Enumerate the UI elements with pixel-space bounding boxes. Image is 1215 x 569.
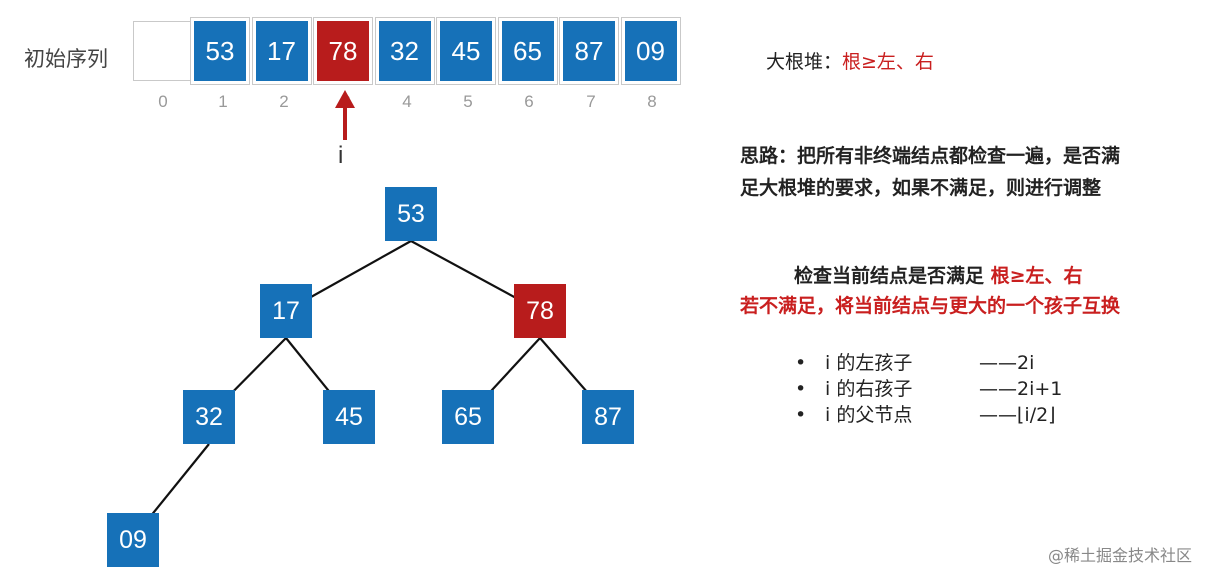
array-index-4: 4: [402, 92, 412, 111]
formula-item: • i 的右孩子 ——2i+1: [795, 376, 1062, 402]
array-cell-empty: [133, 21, 191, 81]
array-cell-2: 17: [251, 17, 312, 85]
array-cell-5: 45: [436, 17, 496, 85]
formula-k: i 的右孩子: [825, 378, 913, 400]
array-index-5: 5: [463, 92, 473, 111]
formula-item: • i 的左孩子 ——2i: [795, 350, 1062, 376]
formula-v: ——2i: [979, 352, 1035, 374]
idea-line-1: 思路：把所有非终端结点都检查一遍，是否满: [740, 145, 1121, 167]
source-credit: @稀土掘金技术社区: [1048, 546, 1193, 565]
index-formula-list: • i 的左孩子 ——2i • i 的右孩子 ——2i+1 • i 的父节点 ——⌊i/2⌋: [795, 350, 1062, 428]
formula-k: i 的左孩子: [825, 352, 913, 374]
array-cell-7: 87: [559, 17, 619, 85]
check-line: 检查当前结点是否满足 根≥左、右: [794, 261, 1083, 288]
array-cell-1: 53: [190, 17, 250, 85]
pointer-arrow-head: [335, 90, 355, 108]
sequence-label: 初始序列: [24, 47, 108, 71]
array-cell-4: 32: [374, 17, 435, 85]
formula-k: i 的父节点: [825, 404, 913, 426]
tree-node-17: 17: [260, 284, 312, 338]
check-rule: 根≥左、右: [990, 265, 1083, 287]
formula-dot: •: [795, 378, 807, 400]
pointer-label: i: [338, 142, 344, 169]
check-prefix: 检查当前结点是否满足: [794, 265, 991, 287]
formula-v: ——2i+1: [979, 378, 1063, 400]
array-index-2: 2: [279, 92, 289, 111]
swap-line: 若不满足，将当前结点与更大的一个孩子互换: [740, 295, 1121, 317]
tree-node-09: 09: [107, 513, 159, 567]
tree-node-45: 45: [323, 390, 375, 444]
array-index-7: 7: [586, 92, 596, 111]
array-index-0: 0: [158, 92, 168, 111]
formula-item: • i 的父节点 ——⌊i/2⌋: [795, 402, 1062, 428]
array-index-6: 6: [524, 92, 534, 111]
array-cell-3: 78: [313, 17, 373, 85]
array-index-8: 8: [647, 92, 657, 111]
heap-def-prefix: 大根堆：: [766, 51, 843, 73]
heap-definition: 大根堆：根≥左、右: [766, 47, 934, 74]
tree-node-87: 87: [582, 390, 634, 444]
heap-def-rule: 根≥左、右: [842, 51, 934, 73]
tree-node-78: 78: [514, 284, 566, 338]
array-cell-8: 09: [620, 17, 681, 85]
formula-dot: •: [795, 352, 807, 374]
array-cell-6: 65: [497, 17, 558, 85]
tree-node-53: 53: [385, 187, 437, 241]
formula-v: ——⌊i/2⌋: [979, 404, 1056, 426]
tree-node-32: 32: [183, 390, 235, 444]
array-index-1: 1: [218, 92, 228, 111]
tree-node-65: 65: [442, 390, 494, 444]
idea-line-2: 足大根堆的要求，如果不满足，则进行调整: [740, 177, 1102, 199]
formula-dot: •: [795, 404, 807, 426]
